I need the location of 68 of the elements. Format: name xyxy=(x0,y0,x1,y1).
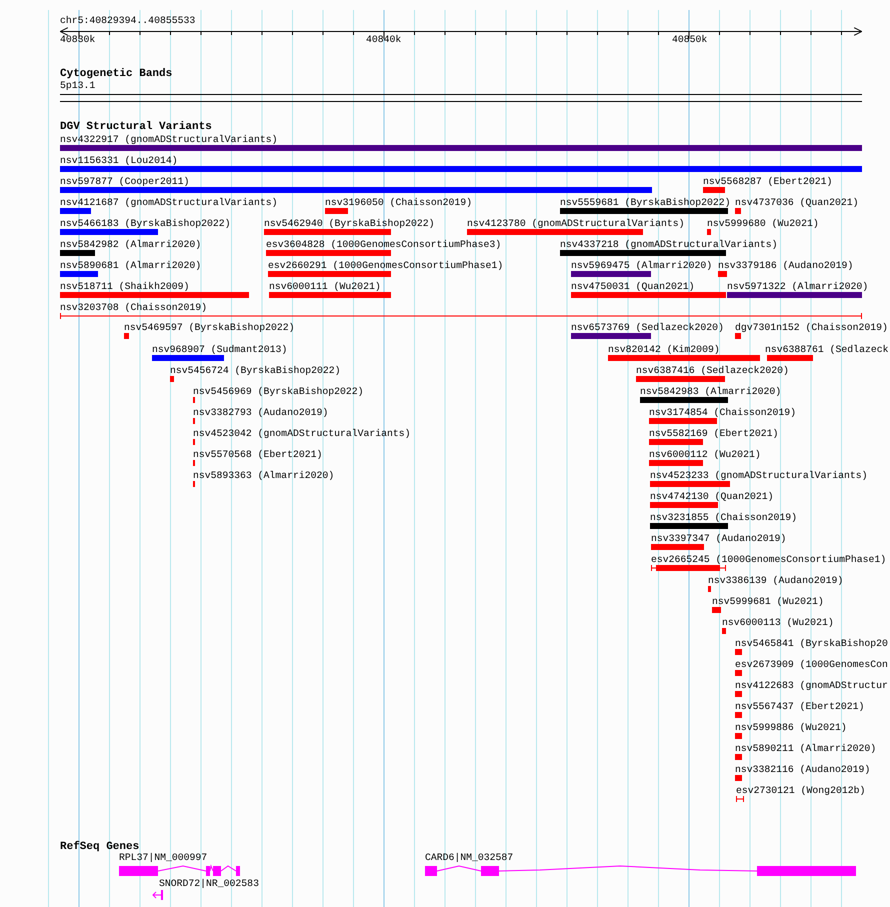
variant-label: esv2660291 (1000GenomesConsortiumPhase1) xyxy=(268,260,504,272)
variant-label: nsv5567437 (Ebert2021) xyxy=(735,701,864,713)
variant-label: nsv3203708 (Chaisson2019) xyxy=(60,302,207,314)
variant-label: nsv6573769 (Sedlazeck2020) xyxy=(571,322,724,334)
variant-label: esv2730121 (Wong2012b) xyxy=(736,785,866,797)
gene-label: RPL37|NM_000997 xyxy=(119,852,208,864)
variant-label: nsv5969475 (Almarri2020) xyxy=(571,260,712,272)
track-title: DGV Structural Variants xyxy=(60,121,212,133)
variant-label: nsv5456969 (ByrskaBishop2022) xyxy=(193,386,364,398)
variant-label: nsv4123780 (gnomADStructuralVariants) xyxy=(467,218,685,230)
variant-label: nsv6000111 (Wu2021) xyxy=(269,281,381,293)
variant-label: nsv3397347 (Audano2019) xyxy=(651,533,786,545)
variant-label: nsv5466183 (ByrskaBishop2022) xyxy=(60,218,230,230)
track-title: RefSeq Genes xyxy=(60,841,140,853)
variant-label: nsv4737036 (Quan2021) xyxy=(735,197,858,209)
variant-label: nsv5559681 (ByrskaBishop2022) xyxy=(560,197,730,209)
variant-label: nsv5469597 (ByrskaBishop2022) xyxy=(124,322,294,334)
variant-label: nsv3379186 (Audano2019) xyxy=(718,260,854,272)
variant-label: nsv5999886 (Wu2021) xyxy=(735,722,847,734)
variant-label: esv2665245 (1000GenomesConsortiumPhase1) xyxy=(651,554,886,566)
variant-label: nsv597877 (Cooper2011) xyxy=(60,176,190,188)
variant-label: nsv5462940 (ByrskaBishop2022) xyxy=(264,218,434,230)
axis-tick-label: 40850k xyxy=(672,34,708,46)
variant-label: nsv5568287 (Ebert2021) xyxy=(703,176,832,188)
variant-label: nsv3382793 (Audano2019) xyxy=(193,407,328,419)
variant-label: nsv4523042 (gnomADStructuralVariants) xyxy=(193,428,411,440)
variant-label: nsv4523233 (gnomADStructuralVariants) xyxy=(650,470,868,482)
variant-label: dgv7301n152 (Chaisson2019) xyxy=(735,322,888,334)
variant-label: nsv6388761 (Sedlazeck xyxy=(765,344,888,356)
variant-label: nsv4750031 (Quan2021) xyxy=(571,281,694,293)
variant-label: nsv5999681 (Wu2021) xyxy=(712,596,824,608)
axis-tick-label: 40840k xyxy=(366,34,402,46)
variant-label: nsv4121687 (gnomADStructuralVariants) xyxy=(60,197,278,209)
variant-label: nsv5842982 (Almarri2020) xyxy=(60,239,202,251)
variant-label: nsv4322917 (gnomADStructuralVariants) xyxy=(60,134,278,146)
variant-label: nsv6000112 (Wu2021) xyxy=(649,449,761,461)
variant-label: nsv5570568 (Ebert2021) xyxy=(193,449,322,461)
gene-label: CARD6|NM_032587 xyxy=(425,852,514,864)
axis-tick-label: 40830k xyxy=(60,34,96,46)
variant-label: nsv5582169 (Ebert2021) xyxy=(649,428,778,440)
variant-label: nsv3386139 (Audano2019) xyxy=(708,575,844,587)
variant-label: nsv518711 (Shaikh2009) xyxy=(60,281,190,293)
coordinate-range: chr5:40829394..40855533 xyxy=(60,15,196,27)
variant-label: nsv5842983 (Almarri2020) xyxy=(640,386,782,398)
band-label: 5p13.1 xyxy=(60,80,96,92)
variant-label: nsv820142 (Kim2009) xyxy=(608,344,720,356)
track-title: Cytogenetic Bands xyxy=(60,68,172,80)
variant-label: nsv5890681 (Almarri2020) xyxy=(60,260,202,272)
variant-label: nsv968907 (Sudmant2013) xyxy=(152,344,288,356)
variant-label: nsv5890211 (Almarri2020) xyxy=(735,743,876,755)
variant-label: nsv6000113 (Wu2021) xyxy=(722,617,834,629)
variant-label: nsv5465841 (ByrskaBishop20 xyxy=(735,638,888,650)
variant-label: nsv3382116 (Audano2019) xyxy=(735,764,870,776)
variant-label: nsv5999680 (Wu2021) xyxy=(707,218,819,230)
variant-label: nsv5456724 (ByrskaBishop2022) xyxy=(170,365,340,377)
variant-label: nsv4337218 (gnomADStructuralVariants) xyxy=(560,239,778,251)
variant-label: nsv3174854 (Chaisson2019) xyxy=(649,407,796,419)
variant-label: nsv3231855 (Chaisson2019) xyxy=(650,512,797,524)
variant-label: nsv3196050 (Chaisson2019) xyxy=(325,197,472,209)
variant-label: nsv4122683 (gnomADStructur xyxy=(735,680,888,692)
gene-label: SNORD72|NR_002583 xyxy=(159,878,259,890)
variant-label: nsv1156331 (Lou2014) xyxy=(60,155,178,167)
variant-label: nsv6387416 (Sedlazeck2020) xyxy=(636,365,789,377)
variant-label: nsv5893363 (Almarri2020) xyxy=(193,470,334,482)
variant-label: nsv5971322 (Almarri2020) xyxy=(727,281,868,293)
variant-label: esv3604828 (1000GenomesConsortiumPhase3) xyxy=(266,239,502,251)
variant-label: nsv4742130 (Quan2021) xyxy=(650,491,774,503)
variant-label: esv2673909 (1000GenomesCon xyxy=(735,659,888,671)
